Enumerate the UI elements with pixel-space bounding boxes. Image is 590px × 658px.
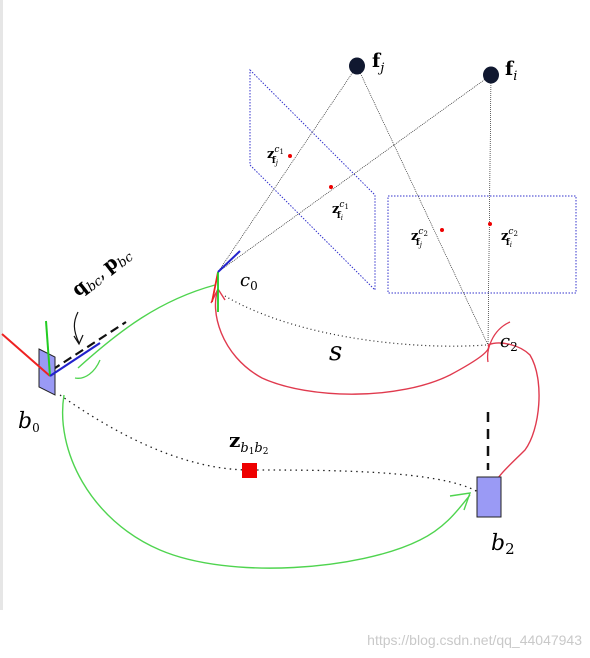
axis-z-c0 xyxy=(217,250,241,273)
label-b0: b0 xyxy=(18,409,40,435)
measurement-z-b1b2-square xyxy=(242,463,257,478)
watermark-url: https://blog.csdn.net/qq_44047943 xyxy=(367,632,582,648)
axis-x-b0 xyxy=(1,333,51,377)
relative-pose-dotted-c0-c2 xyxy=(224,295,487,347)
camera-plane-c2 xyxy=(387,195,577,294)
obs-dot-fj-c2 xyxy=(440,228,444,232)
obs-dot-fi-c2 xyxy=(488,222,492,226)
projection-rays xyxy=(217,65,492,346)
axis-z-b0 xyxy=(49,342,101,377)
label-z-b1b2: zb1b2 xyxy=(229,428,268,457)
label-q-p-bc: qbc,pbc xyxy=(68,241,137,303)
red-loop-c2 xyxy=(487,342,540,491)
feature-point-fj xyxy=(349,57,365,75)
preintegration-dotted-b0-b2 xyxy=(59,394,479,493)
label-fj: fj xyxy=(372,50,384,76)
left-edge-strip xyxy=(0,0,3,610)
feature-point-fi xyxy=(483,66,499,84)
red-trajectory-c0-c2 xyxy=(214,289,490,395)
label-b2: b2 xyxy=(491,531,515,558)
label-c0: c0 xyxy=(240,270,258,293)
axis-x-c0 xyxy=(211,271,219,303)
obs-dot-fi-c1 xyxy=(329,185,333,189)
extrinsic-pointer-arrowhead xyxy=(73,334,84,346)
green-hook-b0 xyxy=(74,359,101,379)
green-trajectory-b0-c0 xyxy=(77,284,216,369)
red-hook-c2 xyxy=(486,321,511,363)
body-frame-b0 xyxy=(38,348,56,396)
green-arrowhead-b2 xyxy=(449,492,472,511)
label-s: s xyxy=(329,337,342,367)
camera-plane-c1 xyxy=(249,68,376,292)
axis-y-b0 xyxy=(45,320,51,377)
label-c2: c2 xyxy=(500,331,518,354)
body-frame-b2 xyxy=(476,476,502,518)
extrinsic-pointer-arrow xyxy=(73,311,80,344)
label-fi: fi xyxy=(505,58,517,84)
green-trajectory-b0-b2 xyxy=(62,394,471,569)
obs-dot-fj-c1 xyxy=(288,154,292,158)
extrinsic-dashed-b0 xyxy=(51,321,127,371)
